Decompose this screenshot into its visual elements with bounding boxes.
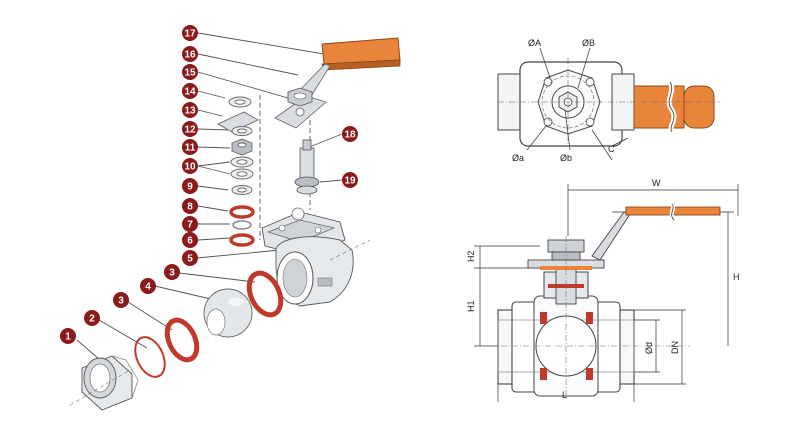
callout-number: 18	[344, 130, 356, 141]
callout-circle	[182, 25, 198, 41]
callout-circle	[182, 178, 198, 194]
callout-number: 4	[145, 282, 151, 293]
callout-badge: 9	[182, 178, 198, 194]
callout-circle	[182, 198, 198, 214]
callout-badge: 3	[164, 264, 180, 280]
callout-circle	[182, 250, 198, 266]
stem	[294, 139, 320, 195]
callout-badge: 4	[140, 278, 156, 294]
callout-number: 13	[184, 106, 196, 117]
callout-circle	[342, 172, 358, 188]
label-DN: DN	[670, 341, 680, 354]
callout-badge: 17	[182, 25, 198, 41]
callout-circle	[182, 83, 198, 99]
callout-number: 3	[118, 296, 124, 307]
callout-badge: 1	[60, 328, 76, 344]
label-phi-B: ØB	[582, 38, 595, 48]
callout-number: 7	[187, 220, 193, 231]
callout-badge: 8	[182, 198, 198, 214]
callout-number: 8	[187, 202, 193, 213]
callout-circle	[182, 102, 198, 118]
callout-badge: 10	[182, 158, 198, 174]
callout-number: 17	[184, 29, 196, 40]
leader-lines	[76, 32, 343, 361]
axis-line	[69, 369, 131, 406]
end-cap	[81, 355, 139, 411]
label-H2: H2	[466, 250, 476, 262]
callout-badge: 14	[182, 83, 198, 99]
label-W: W	[652, 178, 661, 188]
lever-handle	[274, 37, 401, 129]
top-nut	[287, 87, 313, 107]
callout-circle	[342, 126, 358, 142]
front-view: W H H2 H1 L Ød DN	[466, 178, 740, 402]
label-phi-d: Ød	[644, 342, 654, 354]
callout-number: 5	[187, 254, 193, 265]
callout-badge: 2	[84, 310, 100, 326]
seat-seal-right	[246, 270, 284, 318]
label-H: H	[733, 272, 740, 282]
callout-number: 14	[184, 87, 196, 98]
axis-line	[329, 239, 371, 261]
callout-circle	[182, 232, 198, 248]
callout-circle	[113, 292, 129, 308]
callout-badge: 18	[342, 126, 358, 142]
label-phi-b: Øb	[560, 153, 572, 163]
callout-circle	[182, 158, 198, 174]
callout-badge: 19	[342, 172, 358, 188]
callout-badge: 3	[113, 292, 129, 308]
callout-badge: 7	[182, 216, 198, 232]
callout-number: 10	[184, 162, 196, 173]
callout-circle	[60, 328, 76, 344]
callout-badge: 5	[182, 250, 198, 266]
callout-number: 1	[65, 332, 71, 343]
callout-number: 2	[89, 314, 95, 325]
label-H1: H1	[466, 300, 476, 312]
callout-number: 3	[169, 268, 175, 279]
callout-circle	[182, 64, 198, 80]
label-phi-a: Øa	[512, 153, 524, 163]
washer-stack	[217, 96, 259, 195]
callout-circle	[84, 310, 100, 326]
callout-badge: 12	[182, 121, 198, 137]
callout-number: 12	[184, 125, 196, 136]
valve-body	[261, 207, 354, 307]
top-view: ØA ØB Øa Øb C	[497, 38, 720, 163]
ball	[203, 288, 253, 338]
callout-badge: 16	[182, 46, 198, 62]
callout-circle	[164, 264, 180, 280]
label-L: L	[562, 390, 567, 400]
callout-circle	[140, 278, 156, 294]
seat-seal-left	[164, 317, 200, 363]
callout-number: 9	[187, 182, 193, 193]
callout-number: 16	[184, 50, 196, 61]
label-phi-A: ØA	[528, 38, 541, 48]
callout-badge: 13	[182, 102, 198, 118]
callout-number: 6	[187, 236, 193, 247]
callout-number: 19	[344, 176, 356, 187]
stem-seals	[229, 205, 255, 247]
callout-badge: 11	[182, 139, 198, 155]
callout-circle	[182, 121, 198, 137]
callout-badge: 6	[182, 232, 198, 248]
o-ring	[134, 336, 166, 378]
callout-circle	[182, 139, 198, 155]
callout-circle	[182, 46, 198, 62]
callout-badge: 15	[182, 64, 198, 80]
callout-number: 11	[185, 143, 196, 154]
callout-circle	[182, 216, 198, 232]
label-C: C	[608, 144, 615, 154]
callout-number: 15	[184, 68, 196, 79]
